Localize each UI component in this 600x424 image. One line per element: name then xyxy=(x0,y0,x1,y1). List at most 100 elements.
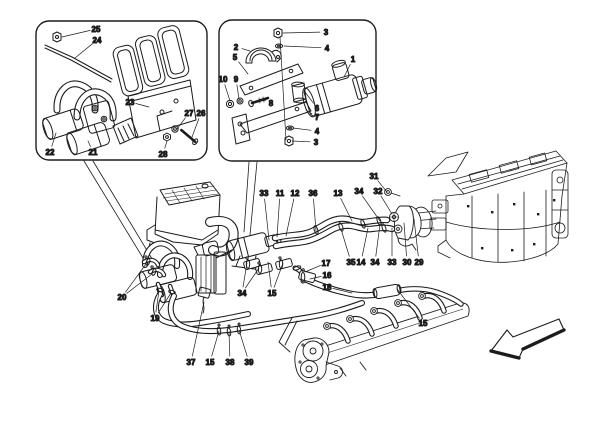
callout-9: 9 xyxy=(234,75,239,84)
leader-line-26 xyxy=(191,118,200,138)
leader-line-17 xyxy=(304,265,321,273)
leader-line-13 xyxy=(340,198,353,222)
callout-4: 4 xyxy=(325,44,330,53)
callout-21: 21 xyxy=(89,148,98,157)
front-cover xyxy=(294,337,330,383)
callout-25: 25 xyxy=(92,25,101,34)
callout-38: 38 xyxy=(226,358,235,367)
leader-line-9 xyxy=(236,84,240,100)
leader-line-3 xyxy=(291,140,311,143)
callout-6: 6 xyxy=(315,104,320,113)
callout-leader-lines xyxy=(51,30,420,357)
callout-19: 19 xyxy=(151,314,160,323)
heater-valves-assembly xyxy=(138,240,233,314)
leader-line-3 xyxy=(282,31,321,34)
callout-30: 30 xyxy=(403,258,412,267)
leader-line-30 xyxy=(403,222,407,257)
washer xyxy=(171,125,179,133)
callout-26: 26 xyxy=(197,109,206,118)
nut xyxy=(273,27,283,39)
leader-line-21 xyxy=(87,140,91,147)
nut xyxy=(163,132,171,142)
leader-line-5 xyxy=(238,61,249,75)
upper-bracket xyxy=(239,63,304,96)
leader-line-6 xyxy=(304,91,314,104)
leader-line-34 xyxy=(362,195,381,222)
callout-15: 15 xyxy=(419,319,428,328)
callout-35: 35 xyxy=(347,258,356,267)
callout-13: 13 xyxy=(334,189,343,198)
leader-line-10 xyxy=(224,84,231,102)
callout-34: 34 xyxy=(238,289,247,298)
direction-arrow-icon xyxy=(489,318,566,360)
leader-line-29 xyxy=(413,218,419,257)
water-valve xyxy=(42,108,84,140)
callout-18: 18 xyxy=(323,283,332,292)
callout-23: 23 xyxy=(126,98,135,107)
heater-hoses-upper xyxy=(271,215,464,307)
leader-line-38 xyxy=(228,331,231,357)
hose-clamp xyxy=(372,288,378,298)
callout-3: 3 xyxy=(314,138,319,147)
leader-line-25 xyxy=(61,30,91,38)
intake-manifold xyxy=(278,292,470,383)
callout-14: 14 xyxy=(357,258,366,267)
callout-1: 1 xyxy=(351,55,356,64)
callout-15: 15 xyxy=(206,358,215,367)
leader-line-19 xyxy=(155,290,160,313)
valve-mounting-bracket xyxy=(112,25,190,97)
leader-line-4 xyxy=(283,45,322,49)
callout-39: 39 xyxy=(245,358,254,367)
callout-20: 20 xyxy=(118,293,127,302)
callout-24: 24 xyxy=(93,36,102,45)
leader-line-34 xyxy=(375,223,381,257)
leader-line-27 xyxy=(176,117,186,130)
callout-15: 15 xyxy=(268,289,277,298)
callout-37: 37 xyxy=(187,358,196,367)
leader-line-34 xyxy=(245,267,260,289)
heater-hoses-lower xyxy=(152,291,365,337)
grommet xyxy=(384,188,392,196)
leader-line-31 xyxy=(377,180,388,193)
leader-line-2 xyxy=(241,48,251,52)
leader-line-15 xyxy=(273,262,284,288)
hose-clamp xyxy=(245,259,251,269)
callout-27: 27 xyxy=(185,109,194,118)
callout-28: 28 xyxy=(159,150,168,159)
leader-line-22 xyxy=(51,132,57,147)
leader-line-20 xyxy=(126,273,153,294)
callout-36: 36 xyxy=(309,189,318,198)
callout-3: 3 xyxy=(324,28,329,37)
inset-pump-content xyxy=(225,27,378,147)
washer xyxy=(274,43,284,49)
leader-line-36 xyxy=(313,198,317,232)
engine-unit xyxy=(409,150,569,263)
leader-line-4 xyxy=(292,127,312,131)
electrical-connector xyxy=(112,117,139,145)
bolt-dots xyxy=(467,199,556,252)
screw xyxy=(180,128,199,145)
leader-line-15 xyxy=(267,261,272,288)
leader-line-24 xyxy=(74,43,93,59)
washer xyxy=(236,97,244,105)
callout-12: 12 xyxy=(291,189,300,198)
hose-clamp xyxy=(381,223,387,233)
water-valve xyxy=(66,122,110,156)
callout-5: 5 xyxy=(233,53,238,62)
callout-32: 32 xyxy=(374,187,383,196)
nut xyxy=(52,31,62,43)
hose-clamp xyxy=(376,216,382,226)
inset-heater-valves-content xyxy=(42,25,199,156)
callout-33: 33 xyxy=(260,189,269,198)
hose-clamp xyxy=(338,222,344,232)
hose-clamp xyxy=(300,272,306,282)
callout-22: 22 xyxy=(46,148,55,157)
inset-locator-lines xyxy=(83,160,258,263)
hose-clamp xyxy=(216,326,222,336)
callout-11: 11 xyxy=(276,189,285,198)
hose-clamp xyxy=(168,289,176,295)
callout-8: 8 xyxy=(269,99,274,108)
callout-34: 34 xyxy=(371,258,380,267)
leader-line-33 xyxy=(264,198,270,241)
